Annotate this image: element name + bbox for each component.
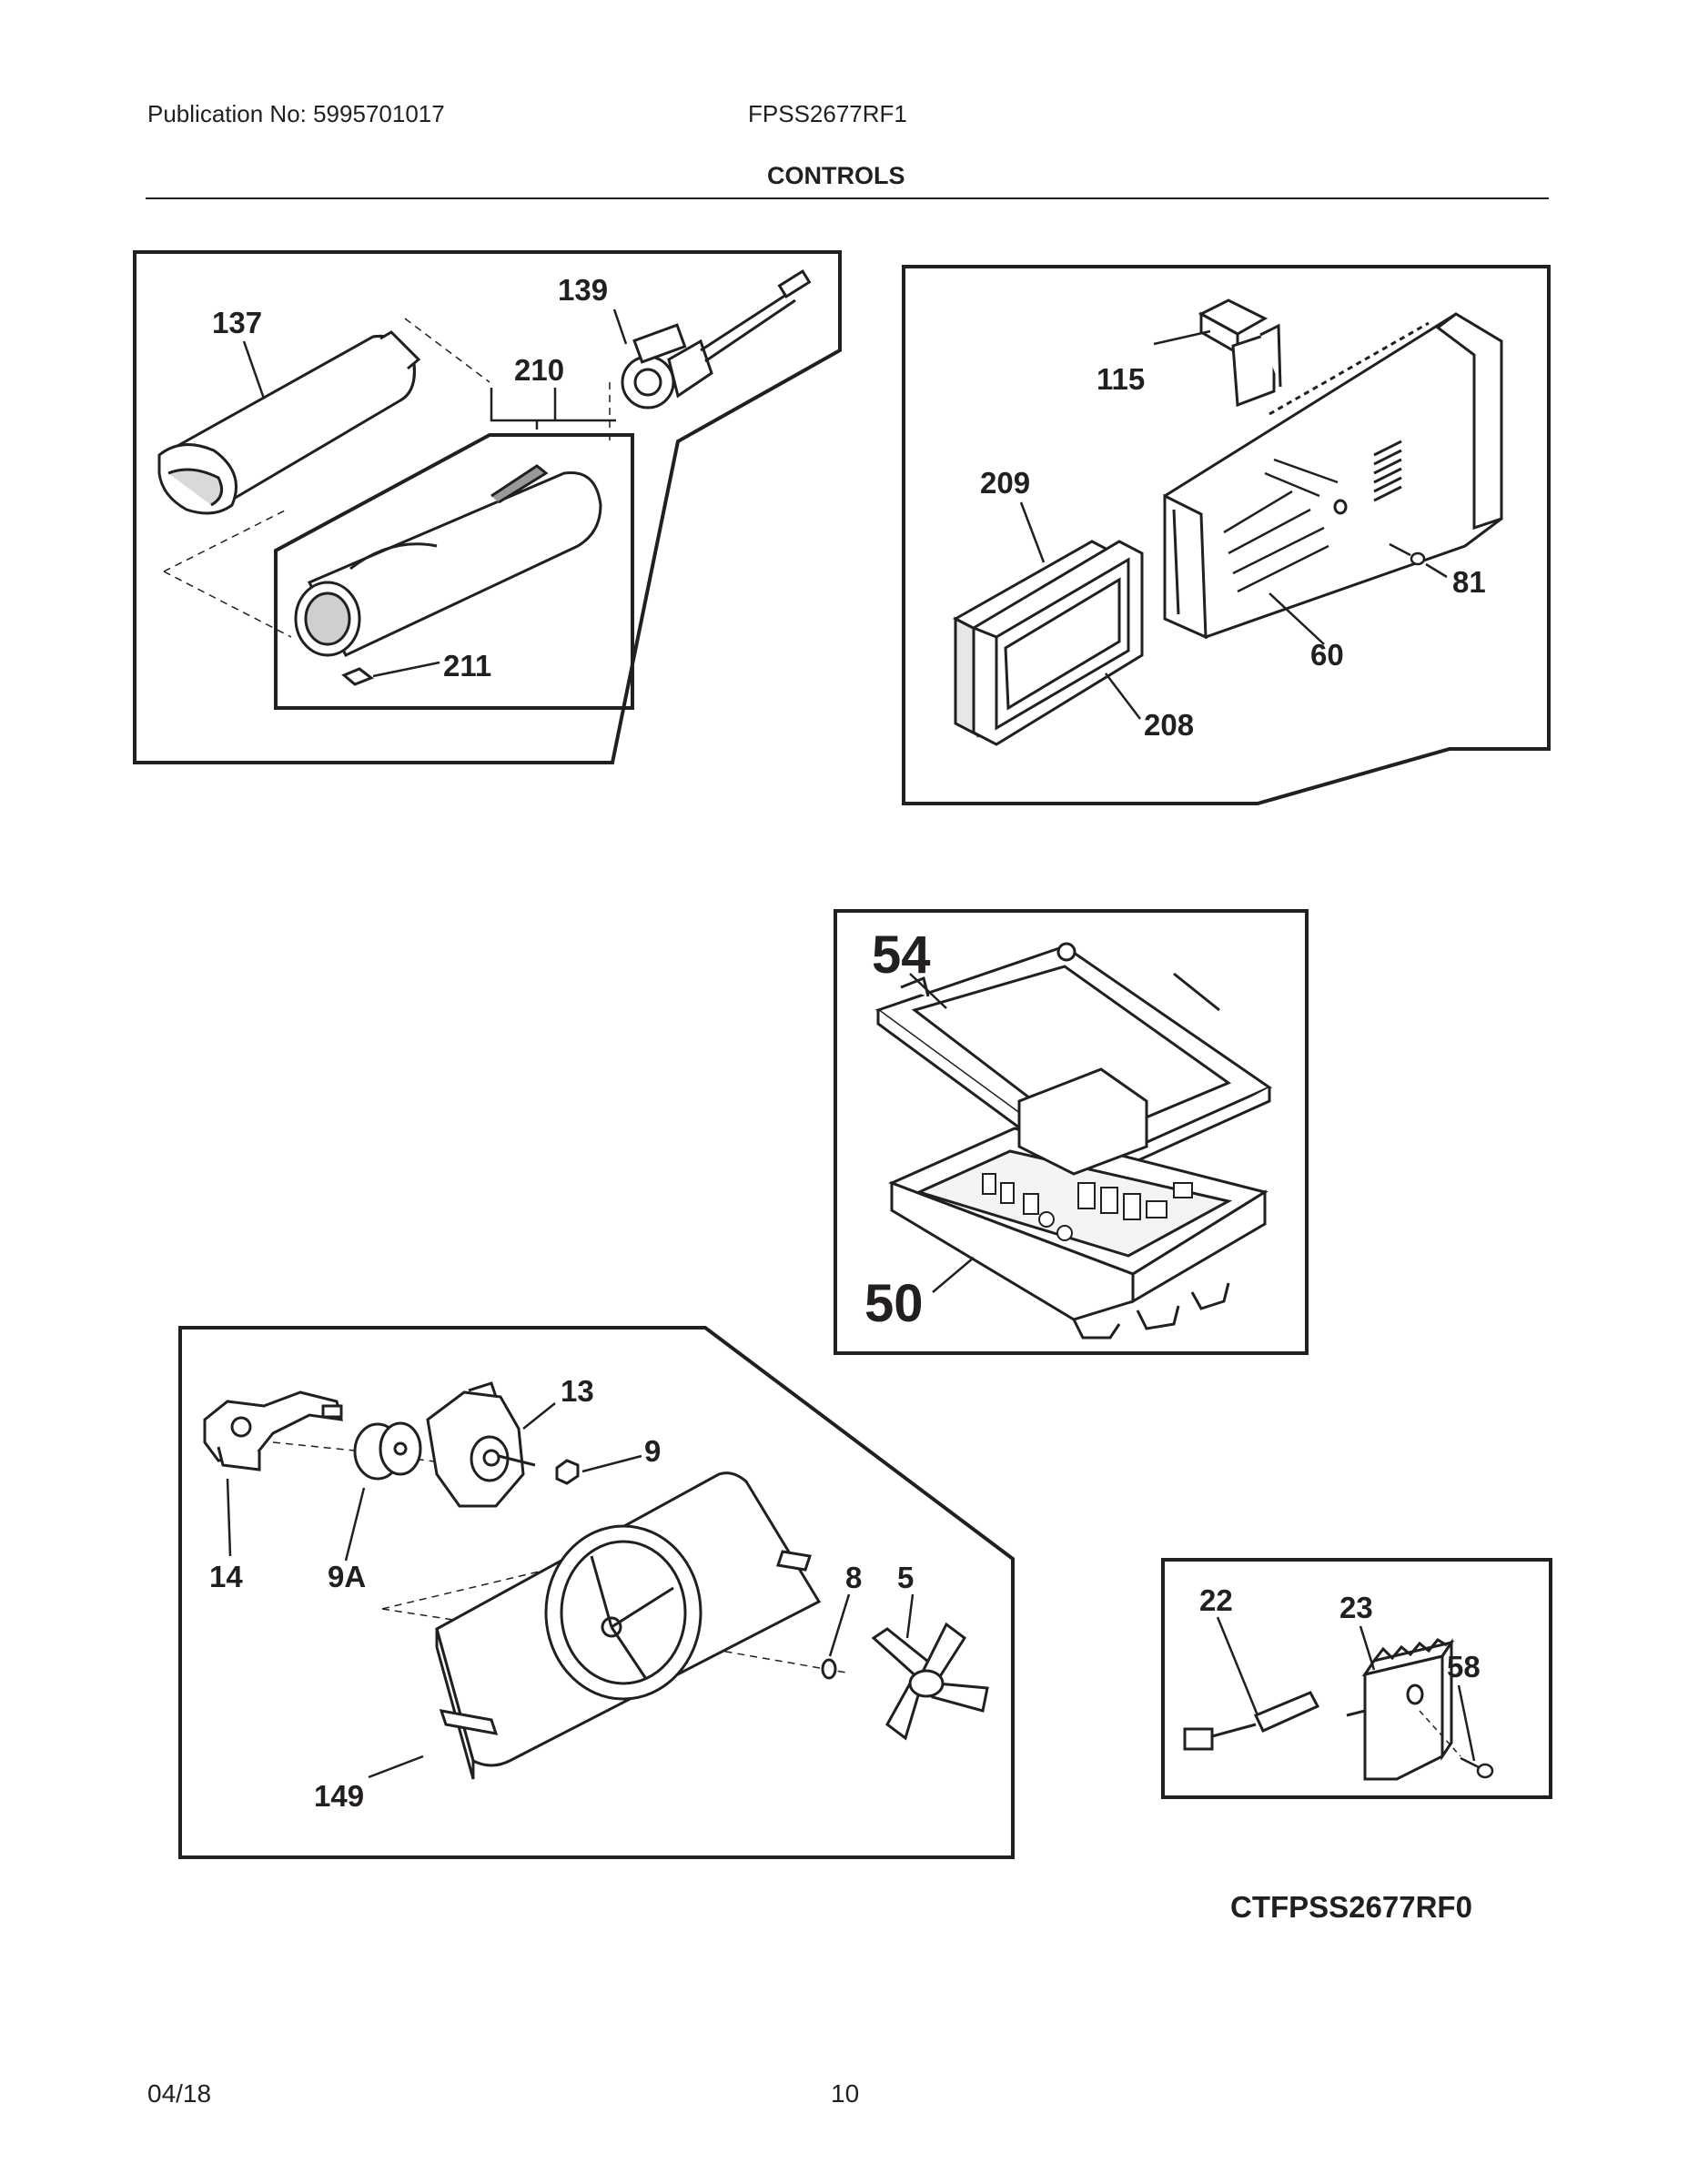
callout-9: 9: [644, 1434, 661, 1468]
fan-motor-icon: [426, 1381, 536, 1508]
thermistor-panel-frame: [1161, 1558, 1552, 1799]
bypass-plug-icon: [621, 269, 812, 410]
switch-icon: [1198, 298, 1282, 408]
figure-code: CTFPSS2677RF0: [1230, 1890, 1472, 1924]
callout-14: 14: [209, 1560, 243, 1593]
fan-assembly-panel: 13 9 14 9A 8 5 149: [178, 1326, 1015, 1859]
callout-211: 211: [443, 649, 491, 682]
page-number: 10: [831, 2079, 860, 2108]
callout-58: 58: [1447, 1650, 1481, 1684]
filter-cartridge-icon: [157, 330, 421, 515]
publication-number: Publication No: 5995701017: [147, 100, 445, 127]
seal-icon: [341, 667, 375, 686]
callout-9A: 9A: [328, 1560, 366, 1593]
callout-50: 50: [864, 1274, 924, 1333]
thermistor-panel: 22 23 58: [1161, 1558, 1552, 1799]
sensor-screw-icon: [1460, 1756, 1494, 1779]
callout-22: 22: [1199, 1583, 1233, 1617]
filter-panel: 137 139 210 211: [133, 250, 842, 764]
washer-icon: [821, 1658, 837, 1680]
callout-60: 60: [1310, 638, 1344, 672]
callout-137: 137: [212, 306, 262, 339]
control-board-panel-frame: [834, 909, 1309, 1355]
filter-panel-frame: [133, 250, 842, 764]
fan-blade-icon: [871, 1622, 989, 1741]
dispenser-panel-frame: [902, 265, 1551, 805]
fan-assembly-panel-frame: [178, 1326, 1015, 1859]
footer-date: 04/18: [147, 2079, 212, 2108]
callout-209: 209: [980, 466, 1030, 500]
callout-208: 208: [1144, 708, 1194, 742]
board-box-icon: [888, 1067, 1269, 1340]
housing-icon: [1163, 312, 1503, 640]
filter-housing-subframe: [274, 433, 634, 710]
callout-115: 115: [1097, 362, 1145, 396]
callout-54: 54: [872, 925, 931, 985]
model-number: FPSS2677RF1: [748, 100, 907, 127]
header-rule: [146, 197, 1549, 199]
callout-23: 23: [1339, 1591, 1373, 1624]
callout-210: 210: [514, 353, 564, 387]
filter-housing-icon: [294, 464, 602, 657]
screw-icon: [1389, 542, 1426, 566]
callout-5: 5: [897, 1561, 914, 1594]
fan-shroud-icon: [435, 1471, 822, 1780]
nut-icon: [555, 1459, 580, 1485]
callout-8: 8: [845, 1561, 862, 1594]
fan-wheel-icon: [353, 1421, 422, 1481]
callout-81: 81: [1452, 565, 1486, 599]
sensor-cover-icon: [1346, 1638, 1455, 1781]
control-board-panel: 54 50: [834, 909, 1309, 1355]
callout-149: 149: [314, 1779, 364, 1813]
dispenser-housing-panel: 115 209 81 60 208: [902, 265, 1551, 805]
section-title: CONTROLS: [767, 162, 905, 189]
panel-frame-icon: [972, 540, 1144, 746]
fan-bracket-icon: [203, 1390, 343, 1471]
thermistor-icon: [1183, 1691, 1320, 1751]
callout-13: 13: [561, 1374, 594, 1408]
callout-139: 139: [558, 273, 608, 307]
